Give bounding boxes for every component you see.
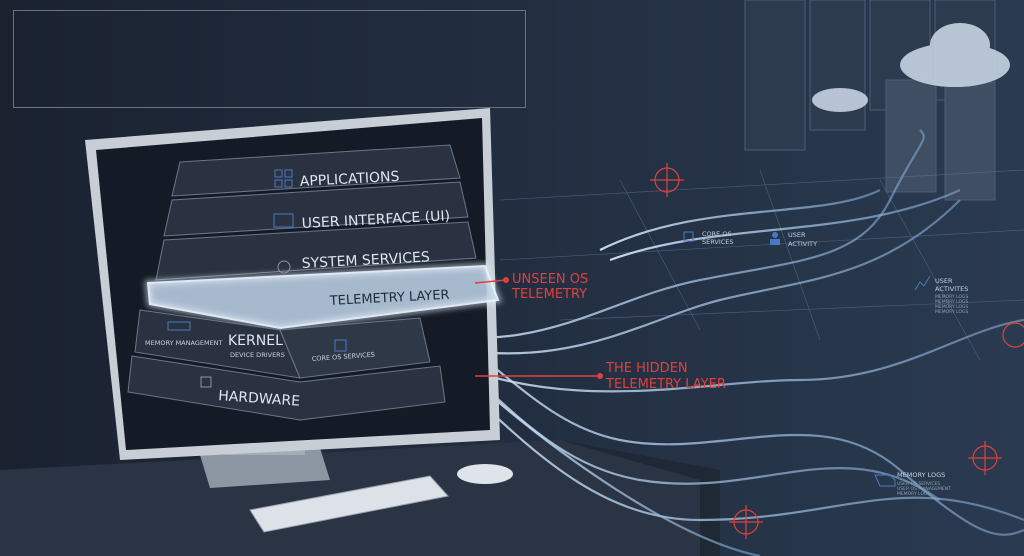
callout-hidden-telemetry-layer-2: TELEMETRY LAYER [605, 377, 726, 392]
label-user-activity-2: ACTIVITY [788, 240, 817, 248]
callout-dot [597, 373, 603, 379]
users-icon [770, 232, 780, 245]
empty-frame [13, 10, 526, 108]
layer-user-interface: USER INTERFACE (UI) [301, 208, 450, 232]
memory-icon [167, 321, 191, 331]
target-icon [650, 163, 1024, 539]
cpu-icon [334, 339, 347, 352]
layer-hardware: HARDWARE [218, 388, 301, 410]
callout-unseen-os-telemetry-2: TELEMETRY [511, 287, 587, 302]
cpu-icon [683, 231, 694, 242]
activities-detail: MEMORY LOGS [935, 304, 969, 310]
callout-dot [503, 277, 509, 283]
apps-grid-icon [274, 169, 293, 188]
callout-unseen-os-telemetry: UNSEEN OS [512, 272, 588, 287]
label-core-os-services-2: SERVICES [702, 238, 734, 246]
gears-icon [277, 260, 291, 274]
activities-detail: MEMORY LOGS [935, 294, 969, 300]
label-user-activites-2: ACTIVITES [935, 285, 968, 293]
label-user-activity: USER [788, 231, 806, 239]
os-layer-stack [127, 144, 503, 421]
layer-system-services: SYSTEM SERVICES [301, 249, 430, 272]
layer-memory-management: MEMORY MANAGEMENT [145, 339, 223, 347]
callout-hidden-telemetry-layer: THE HIDDEN [605, 361, 688, 376]
activities-detail: MEMORY LOGS [935, 309, 969, 315]
trend-chart-icon [914, 275, 931, 291]
funnel-icon [874, 474, 896, 487]
mouse[interactable] [457, 464, 513, 484]
memory-logs-detail: USER OS MANAGEMENT [897, 486, 951, 492]
monitor-ui-icon [273, 213, 294, 228]
label-user-activites: USER [935, 277, 953, 285]
memory-logs-detail: USER OS SERVICES [897, 481, 940, 487]
memory-logs-detail: MEMORY LOGS [897, 491, 931, 497]
layer-telemetry: TELEMETRY LAYER [328, 288, 449, 309]
activities-detail: MEMORY LOGS [935, 299, 969, 305]
keyboard[interactable] [249, 475, 449, 533]
layer-device-drivers: DEVICE DRIVERS [230, 351, 285, 359]
layer-kernel: KERNEL [228, 333, 283, 349]
cloud-icon [812, 23, 1010, 112]
label-memory-logs: MEMORY LOGS [897, 471, 945, 479]
label-core-os-services: CORE OS [702, 230, 732, 238]
chip-icon [200, 376, 212, 388]
layer-applications: APPLICATIONS [299, 169, 400, 190]
